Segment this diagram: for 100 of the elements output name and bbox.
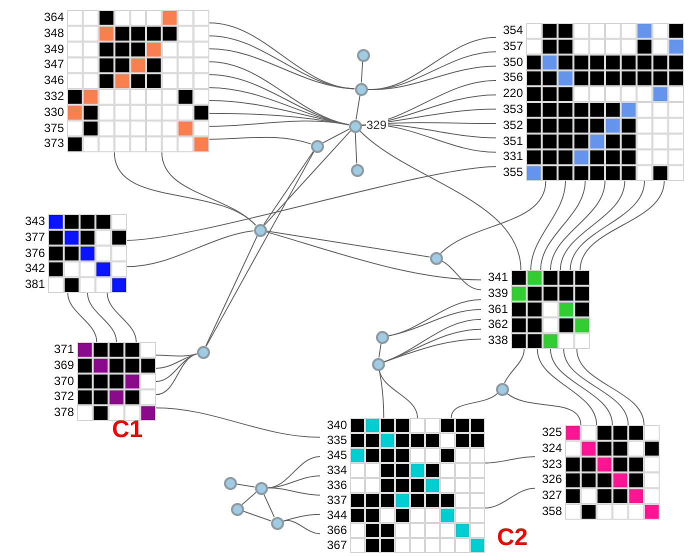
connector-line: [208, 136, 312, 144]
connector-line: [236, 484, 256, 488]
graph-node: [224, 476, 236, 490]
connector-line: [450, 393, 498, 418]
connector-line: [504, 348, 525, 384]
connector-line: [580, 180, 665, 270]
row-label: 220: [502, 86, 523, 102]
connector-line: [241, 492, 257, 506]
connector-line: [356, 94, 360, 120]
connector-line: [378, 370, 384, 418]
connector-line: [282, 520, 320, 534]
connector-line: [156, 407, 320, 438]
graph-node: [230, 502, 244, 516]
row-label: 331: [502, 149, 523, 166]
row-label: 348: [42, 26, 64, 42]
connector-line: [540, 180, 586, 270]
row-label: 350: [502, 54, 523, 70]
connector-line: [282, 514, 320, 522]
row-label: 349: [42, 42, 64, 58]
row-label: 358: [540, 504, 562, 520]
connector-line: [536, 348, 598, 426]
row-label: 362: [486, 317, 508, 334]
connector-line: [550, 348, 613, 426]
graph-node: [356, 48, 370, 62]
connector-line: [267, 475, 320, 488]
connector-line: [206, 151, 314, 347]
connector-line: [156, 353, 198, 396]
row-label: 325: [540, 425, 562, 441]
connector-line: [242, 510, 272, 522]
row-label: 341: [486, 270, 508, 286]
connector-line: [126, 230, 254, 268]
cluster-label: C1: [112, 418, 143, 442]
row-label: 342: [24, 261, 45, 278]
row-label: 369: [52, 358, 74, 374]
graph-node: [350, 164, 364, 176]
graph-node: [254, 224, 266, 236]
connector-line: [576, 348, 644, 426]
row-label: 345: [326, 448, 347, 463]
row-label: 356: [502, 70, 523, 86]
graph-node: [372, 358, 384, 370]
graph-node: [376, 330, 388, 344]
row-label: 339: [486, 286, 508, 302]
connector-line: [441, 260, 482, 290]
connector-line: [570, 180, 645, 270]
connector-line: [267, 487, 320, 496]
row-label: 335: [326, 433, 347, 448]
row-label: 340: [326, 418, 347, 433]
row-label: 327: [540, 488, 562, 504]
row-label: 330: [42, 104, 64, 121]
row-label: 344: [326, 508, 347, 523]
row-label: 332: [42, 89, 64, 105]
connector-line: [263, 150, 314, 226]
connector-line: [106, 292, 137, 342]
graph-node: [254, 482, 268, 494]
row-label: 352: [502, 118, 523, 134]
row-label: 372: [52, 389, 74, 406]
connector-line: [484, 456, 536, 464]
row-label: 324: [540, 440, 562, 457]
row-label: 371: [52, 342, 74, 358]
row-label: 357: [502, 38, 523, 55]
connector-line: [560, 180, 626, 270]
connector-line: [384, 318, 482, 362]
row-label: 355: [502, 165, 523, 181]
connector-line: [378, 342, 382, 358]
connector-line: [322, 128, 350, 144]
connector-line: [208, 120, 350, 127]
row-label: 353: [502, 102, 523, 118]
connector-line: [384, 338, 482, 362]
graph-node: [430, 252, 442, 264]
row-label: 334: [326, 463, 347, 478]
row-label: 336: [326, 478, 347, 493]
row-label: 347: [42, 57, 64, 74]
row-label: 326: [540, 472, 562, 488]
connector-line: [506, 392, 582, 426]
row-label: 323: [540, 456, 562, 472]
connector-line: [388, 309, 482, 336]
connector-line: [208, 74, 350, 126]
row-label: 354: [502, 23, 523, 39]
connector-line: [440, 180, 546, 254]
row-label: 366: [326, 523, 347, 538]
connector-line: [266, 231, 482, 280]
connector-line: [205, 235, 258, 347]
connector-line: [161, 152, 256, 226]
connector-line: [263, 493, 275, 518]
row-label: 377: [24, 230, 45, 246]
row-label: 361: [486, 302, 508, 318]
row-label: 338: [486, 333, 508, 349]
connector-line: [264, 130, 352, 226]
connector-line: [266, 230, 430, 258]
row-label: 373: [42, 136, 64, 152]
cluster-label: C2: [497, 526, 528, 550]
row-label: 346: [42, 73, 64, 89]
connector-line: [267, 456, 320, 488]
row-label: 337: [326, 493, 347, 508]
graph-node: [354, 82, 368, 96]
connector-line: [378, 370, 418, 418]
row-label: 381: [24, 277, 45, 293]
row-label: 378: [52, 405, 74, 421]
connector-line: [563, 348, 629, 426]
row-label: 364: [42, 10, 64, 26]
